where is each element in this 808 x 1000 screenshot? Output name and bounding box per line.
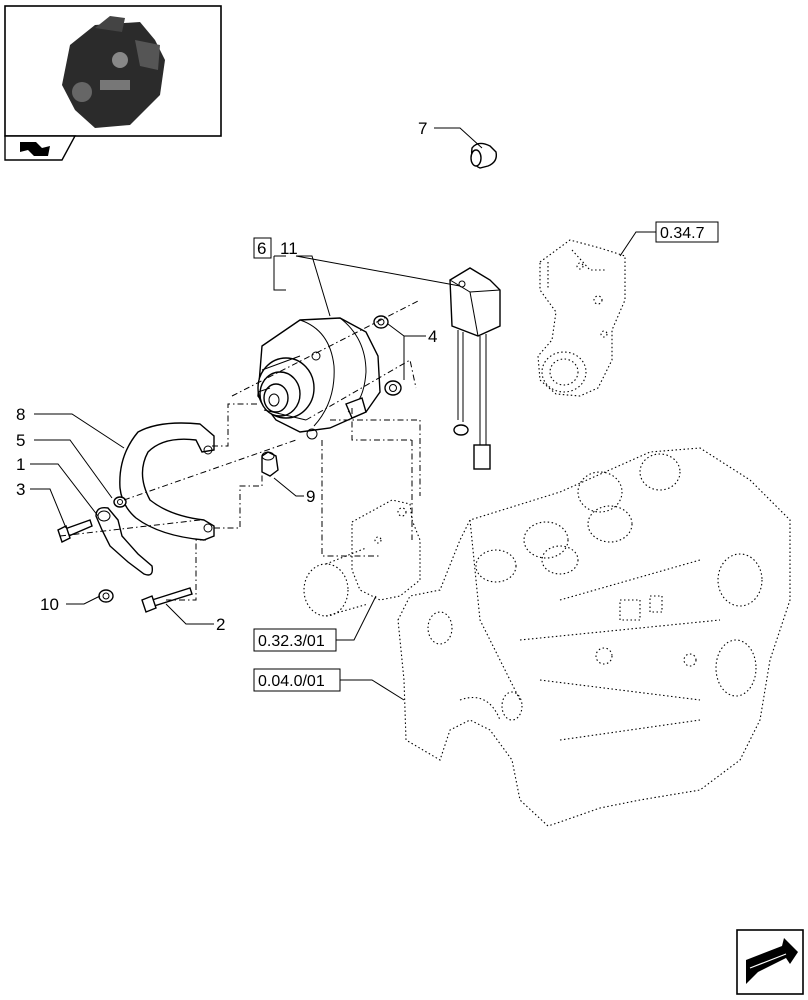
ref-water-pump-link[interactable]: 0.32.3/01 — [258, 633, 325, 650]
callout-7[interactable]: 7 — [418, 119, 427, 138]
mounting-bracket — [537, 239, 626, 397]
water-pump-housing — [303, 499, 421, 617]
belt-guard-part — [119, 422, 215, 541]
washer-part — [113, 496, 127, 508]
plug-part — [470, 142, 498, 169]
engine-thumbnail-icon[interactable] — [4, 5, 222, 137]
next-page-arrow-icon[interactable] — [736, 929, 804, 995]
engine-block — [397, 447, 791, 827]
spacer-part — [261, 451, 279, 477]
arrow-nav-icon[interactable] — [4, 135, 77, 161]
callout-11[interactable]: 11 — [280, 239, 298, 258]
callout-10[interactable]: 10 — [40, 595, 59, 614]
callout-4[interactable]: 4 — [428, 327, 437, 346]
regulator-part — [449, 267, 501, 470]
washer-upper — [373, 315, 389, 329]
bolt-short-part — [57, 519, 93, 543]
washer-lower — [384, 380, 402, 396]
callout-3[interactable]: 3 — [16, 480, 25, 499]
callout-1[interactable]: 1 — [16, 455, 25, 474]
callout-6[interactable]: 6 — [257, 239, 266, 258]
ref-engine-block-link[interactable]: 0.04.0/01 — [258, 673, 325, 690]
callout-9[interactable]: 9 — [306, 487, 315, 506]
ref-bracket-link[interactable]: 0.34.7 — [660, 225, 705, 242]
callout-8[interactable]: 8 — [16, 405, 25, 424]
callout-2[interactable]: 2 — [216, 615, 225, 634]
nut-part — [98, 589, 114, 603]
callout-5[interactable]: 5 — [16, 431, 25, 450]
bolt-long-part — [141, 587, 193, 613]
alternator-part — [257, 317, 381, 440]
